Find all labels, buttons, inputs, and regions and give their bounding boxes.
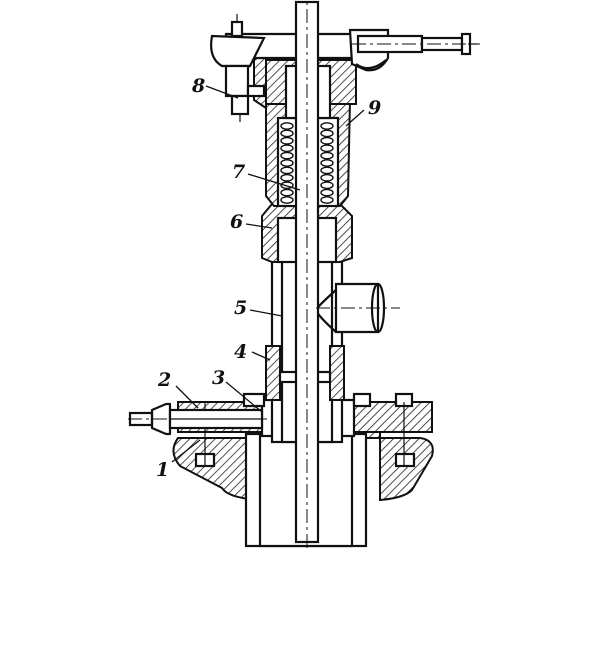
label-4: 4: [234, 341, 247, 363]
spring-coil: [321, 160, 333, 166]
spring-coil: [321, 197, 333, 203]
spring-coil: [281, 167, 293, 173]
spring-coil: [281, 130, 293, 136]
label-6: 6: [230, 211, 243, 233]
spring-coil: [281, 123, 293, 129]
label-1: 1: [156, 459, 169, 481]
spring-coil: [321, 175, 333, 181]
label-5: 5: [234, 297, 247, 319]
spring-coil: [281, 197, 293, 203]
spring-coil: [321, 182, 333, 188]
spring-coil: [281, 189, 293, 195]
central-rod: [296, 0, 318, 548]
label-7: 7: [232, 161, 245, 183]
spring-coil: [321, 152, 333, 158]
label-9: 9: [368, 97, 381, 119]
spring-coil: [321, 145, 333, 151]
spring-coil: [321, 189, 333, 195]
label-3: 3: [212, 367, 225, 389]
spring-coil: [281, 152, 293, 158]
spring-coil: [321, 167, 333, 173]
label-2: 2: [157, 369, 171, 391]
top-left-screw: [232, 14, 242, 36]
spring-coil: [281, 175, 293, 181]
spring-coil: [321, 123, 333, 129]
spring-coil: [321, 138, 333, 144]
spring-coil: [281, 138, 293, 144]
label-8: 8: [191, 75, 205, 97]
spring-coil: [281, 145, 293, 151]
spring-coil: [281, 160, 293, 166]
spring-coil: [321, 130, 333, 136]
